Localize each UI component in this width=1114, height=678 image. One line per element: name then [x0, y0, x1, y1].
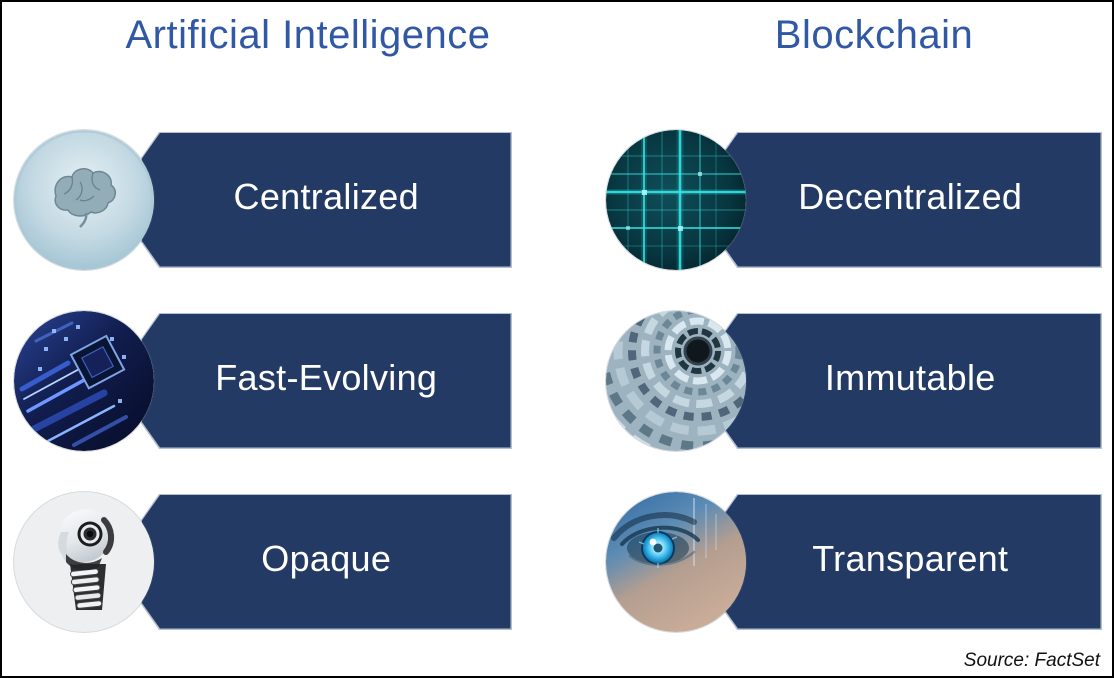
banner-opaque-fill: Opaque: [142, 495, 511, 629]
banner-opaque: Opaque: [141, 494, 512, 630]
banner-immutable: Immutable: [719, 313, 1102, 449]
banner-immutable-fill: Immutable: [720, 314, 1101, 448]
banner-centralized-fill: Centralized: [142, 133, 511, 267]
brain-icon-svg: [14, 130, 154, 270]
banner-transparent: Transparent: [719, 494, 1102, 630]
brain-icon: [14, 130, 154, 270]
digital-rings-icon: [606, 311, 746, 451]
banner-label-immutable: Immutable: [824, 356, 996, 398]
network-grid-icon-svg: [606, 130, 746, 270]
network-grid-icon: [606, 130, 746, 270]
source-note: Source: FactSet: [963, 650, 1100, 671]
circuit-board-icon-svg: [14, 311, 154, 451]
robot-head-icon-svg: [14, 492, 154, 632]
banner-decentralized: Decentralized: [719, 132, 1102, 268]
column-header-artificial-intelligence: Artificial Intelligence: [125, 13, 491, 57]
banner-fast-evolving-fill: Fast-Evolving: [142, 314, 511, 448]
banner-centralized: Centralized: [141, 132, 512, 268]
banner-label-fast-evolving: Fast-Evolving: [215, 356, 438, 398]
banner-fast-evolving: Fast-Evolving: [141, 313, 512, 449]
robot-head-icon: [14, 492, 154, 632]
digital-eye-icon: [606, 492, 746, 632]
banner-label-centralized: Centralized: [233, 175, 419, 217]
banner-label-opaque: Opaque: [261, 537, 392, 579]
column-header-blockchain: Blockchain: [774, 13, 974, 57]
circuit-board-icon: [14, 311, 154, 451]
digital-rings-icon-svg: [606, 311, 746, 451]
banner-decentralized-fill: Decentralized: [720, 133, 1101, 267]
digital-eye-icon-svg: [606, 492, 746, 632]
banner-label-transparent: Transparent: [812, 537, 1009, 579]
banner-transparent-fill: Transparent: [720, 495, 1101, 629]
banner-label-decentralized: Decentralized: [798, 175, 1023, 217]
